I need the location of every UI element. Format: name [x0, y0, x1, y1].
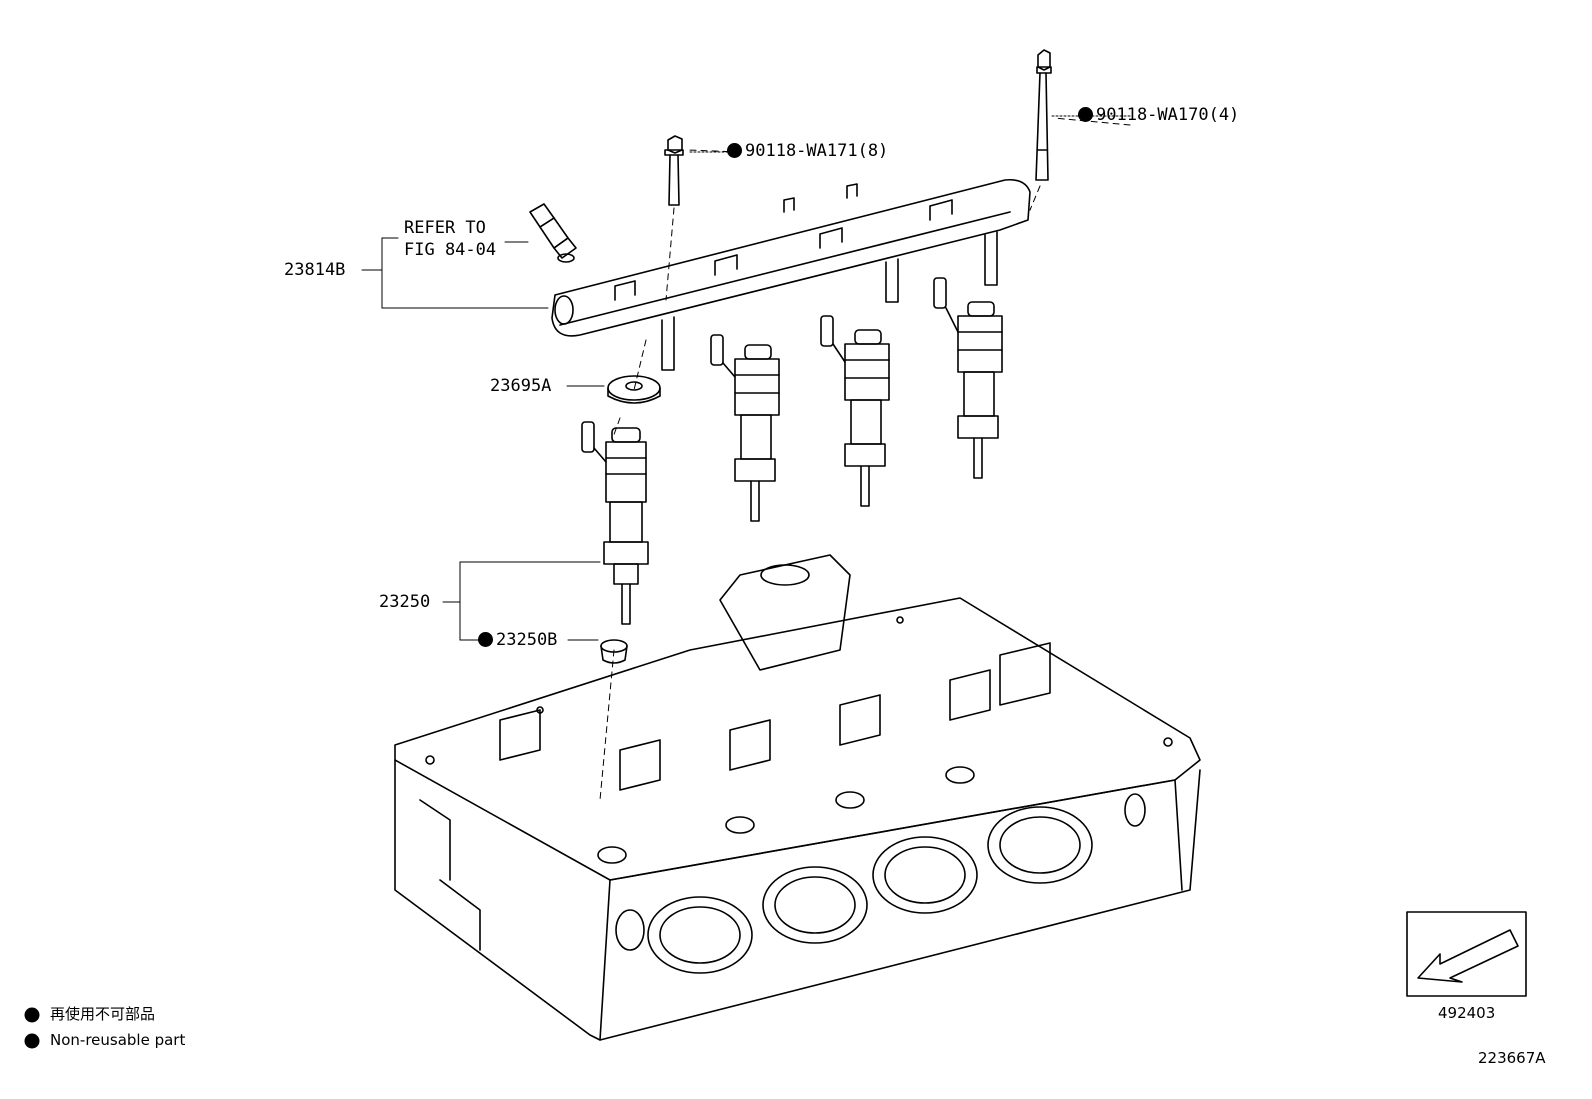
legend-japanese: 再使用不可部品	[50, 1005, 156, 1023]
view-box-code: 492403	[1438, 1004, 1496, 1022]
fuel-rail-drawing	[551, 178, 1031, 371]
view-direction-box	[1406, 911, 1527, 997]
rail-insulator-drawing	[607, 375, 661, 404]
callout-injector-seal[interactable]: 23250B	[478, 632, 557, 649]
callout-injector[interactable]: 23250	[379, 592, 431, 612]
injector-seal-drawing	[600, 639, 628, 664]
callout-bolt-short[interactable]: 90118-WA171(8)	[727, 143, 888, 160]
figure-code: 223667A	[1478, 1049, 1546, 1067]
non-reusable-dot-icon	[1078, 107, 1093, 122]
legend-english: Non-reusable part	[50, 1031, 186, 1049]
cylinder-head-drawing	[394, 554, 1201, 1041]
leader-lines	[361, 115, 1131, 641]
short-bolt-drawing	[664, 135, 684, 206]
injector-drawings	[581, 277, 1003, 625]
non-reusable-dot-icon	[478, 632, 493, 647]
long-bolt-drawing	[1035, 49, 1052, 181]
assembly-center-lines	[599, 117, 1131, 801]
refer-to-line1: REFER TO	[404, 218, 486, 238]
non-reusable-dot-icon	[727, 143, 742, 158]
callout-bolt-long[interactable]: 90118-WA170(4)	[1078, 107, 1239, 124]
callout-fuel-rail[interactable]: 23814B	[284, 260, 346, 280]
pressure-sensor-drawing	[529, 203, 577, 263]
legend-bullets	[24, 1007, 40, 1049]
callout-rail-insulator[interactable]: 23695A	[490, 376, 552, 396]
refer-to-line2[interactable]: FIG 84-04	[404, 240, 497, 260]
